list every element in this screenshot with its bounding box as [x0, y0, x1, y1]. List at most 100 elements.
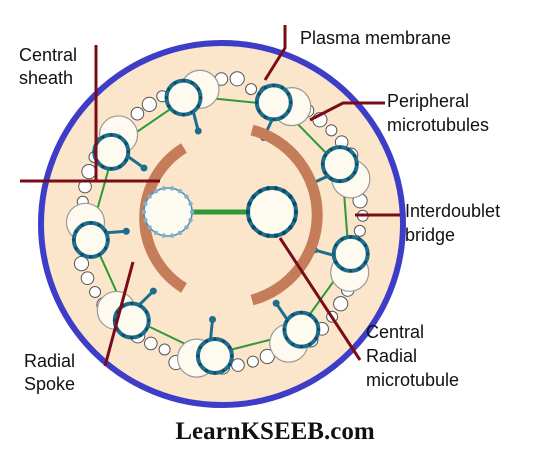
central-tubulin-dot — [273, 186, 279, 191]
central-tubulin-dot — [177, 189, 183, 194]
bead — [246, 355, 259, 368]
central-tubulin-dot — [257, 189, 263, 194]
central-tubulin-dot — [161, 186, 167, 191]
tubulin-dot — [285, 336, 289, 340]
label-central-mt-line1: Central — [366, 322, 425, 342]
central-tubulin-dot — [143, 201, 148, 206]
tubulin-dot — [147, 318, 151, 323]
tubulin-dot — [263, 115, 267, 119]
tubulin-dot — [196, 104, 200, 108]
bead — [333, 296, 349, 312]
leader-line — [278, 237, 362, 361]
tubulin-dot — [308, 342, 312, 346]
tubulin-dot — [257, 92, 261, 96]
label-interdoublet-line2: bridge — [405, 225, 456, 245]
central-tubulin-dot — [257, 230, 263, 235]
central-tubulin-dot — [184, 225, 189, 230]
tubulin-dot — [316, 328, 320, 332]
tubulin-dot — [101, 165, 105, 169]
leader-line — [309, 101, 385, 122]
label-peripheral-line2: microtubules — [387, 115, 490, 135]
peripheral-doublets — [65, 69, 371, 378]
a-tubule — [92, 132, 131, 171]
central-tubulin-dot — [251, 225, 256, 230]
tubulin-dot — [314, 319, 318, 323]
tubulin-dot — [126, 150, 130, 154]
bead — [231, 358, 245, 372]
tubulin-dot — [340, 237, 344, 241]
tubulin-dot — [204, 369, 209, 373]
tubulin-dot — [124, 158, 128, 162]
tubulin-dot — [103, 246, 108, 251]
central-tubulin-dot — [247, 201, 252, 206]
central-tubulin-dot — [177, 230, 183, 235]
tubulin-dot — [308, 313, 312, 317]
a-tubule — [71, 220, 110, 259]
tubulin-dot — [357, 267, 361, 271]
bead — [80, 271, 95, 286]
tubulin-dot — [198, 95, 203, 100]
central-tubulin-dot — [188, 201, 193, 206]
central-tubulin-dot — [265, 233, 271, 238]
a-tubule — [331, 234, 370, 273]
tubulin-dot — [323, 171, 327, 175]
spoke-head — [194, 127, 202, 135]
tubulin-dot — [338, 179, 342, 183]
central-tubulin-dot — [273, 233, 279, 238]
tubulin-dot — [196, 87, 200, 91]
label-central-sheath-line1: Central — [19, 45, 78, 65]
tubulin-dot — [355, 162, 359, 166]
tubulin-dot — [89, 255, 93, 259]
tubulin-dot — [118, 165, 122, 169]
tubulin-dot — [346, 177, 350, 181]
watermark: LearnKSEEB.com — [175, 418, 375, 445]
central-tubulin-dot — [184, 194, 189, 199]
tubulin-dot — [80, 223, 84, 227]
tubulin-dot — [289, 100, 293, 105]
spoke-head — [122, 227, 130, 235]
tubulin-dot — [144, 327, 149, 331]
label-plasma-membrane: Plasma membrane — [300, 28, 452, 48]
tubulin-dot — [323, 154, 327, 158]
tubulin-dot — [285, 319, 289, 323]
tubulin-dot — [282, 328, 286, 332]
leader-line — [103, 261, 135, 367]
leader-lines — [20, 25, 400, 367]
tubulin-dot — [299, 311, 303, 315]
tubulin-dot — [80, 253, 84, 257]
tubulin-dot — [228, 362, 232, 367]
leader-line — [263, 25, 287, 81]
central-tubulin-dot — [147, 225, 152, 230]
tubulin-dot — [121, 333, 125, 337]
tubulin-dot — [329, 177, 333, 181]
tubulin-dot — [255, 100, 259, 105]
bead — [81, 164, 97, 180]
central-sheath-arc-right — [250, 124, 323, 306]
a-tubule — [320, 145, 359, 184]
tubulin-dot — [334, 260, 338, 264]
central-tubulin-dot — [141, 209, 147, 215]
tubulin-dot — [167, 104, 171, 108]
tubulin-dot — [213, 337, 217, 341]
central-tubulin-dot — [169, 233, 175, 238]
tubulin-dot — [263, 86, 267, 90]
tubulin-dot — [363, 260, 368, 264]
tubulin-dot — [340, 267, 344, 271]
tubulin-dot — [74, 229, 78, 234]
label-central-sheath-line2: sheath — [19, 68, 74, 88]
tubulin-dot — [167, 87, 171, 91]
tubulin-dot — [366, 252, 370, 256]
central-tubulin-dot — [292, 218, 297, 223]
bead — [89, 285, 102, 298]
tubulin-dot — [109, 133, 113, 137]
label-radial-spoke-line1: Radial — [24, 351, 76, 371]
bead — [158, 343, 171, 356]
tubulin-dot — [173, 81, 177, 85]
bead — [353, 224, 366, 237]
tubulin-dot — [314, 336, 318, 340]
tubulin-dot — [286, 109, 291, 113]
tubulin-dot — [221, 339, 226, 343]
tubulin-dot — [280, 86, 284, 90]
a-tubule — [164, 78, 203, 117]
